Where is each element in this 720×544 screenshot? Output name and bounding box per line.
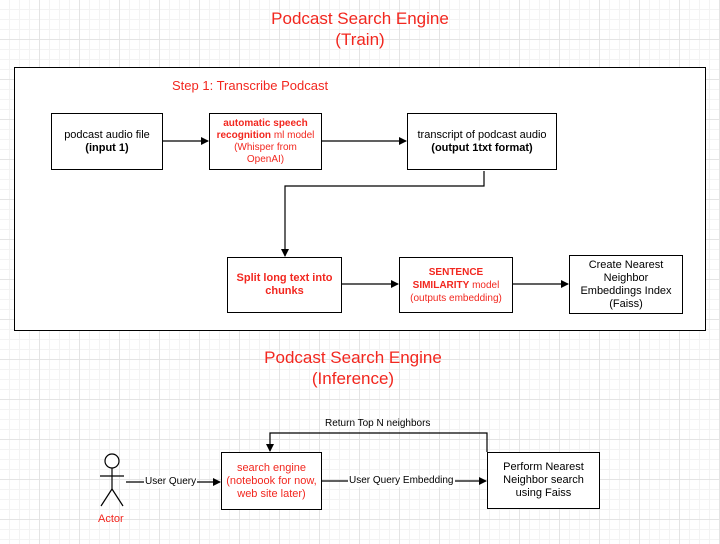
nn-index-node: Create Nearest Neighbor Embeddings Index…: [569, 255, 683, 314]
nn-index-line4: (Faiss): [609, 297, 643, 310]
transcript-node: transcript of podcast audio (output 1txt…: [407, 113, 557, 170]
nn-index-line2: Neighbor: [603, 271, 649, 284]
audio-file-line1: podcast audio file: [64, 128, 150, 141]
sentence-line2b: model: [469, 279, 500, 291]
step1-label: Step 1: Transcribe Podcast: [172, 78, 329, 93]
edge-return-top-n: [266, 432, 488, 452]
nn-search-line3: using Faiss: [515, 487, 572, 499]
nn-index-line3: Embeddings Index: [580, 284, 672, 297]
train-title: Podcast Search Engine (Train): [210, 8, 510, 50]
nn-search-node: Perform Nearest Neighbor search using Fa…: [487, 452, 600, 509]
podcast-audio-file-node: podcast audio file (input 1): [51, 113, 163, 170]
split-line1: Split long text into: [236, 272, 333, 284]
asr-line4: OpenAI): [246, 153, 285, 165]
train-title-line2: (Train): [335, 30, 385, 49]
asr-line2b: ml model: [271, 129, 315, 141]
actor-label: Actor: [98, 513, 124, 525]
search-line2: (notebook for now,: [226, 474, 317, 487]
edge-transcript-to-split: [281, 171, 485, 257]
sentence-line2-wrap: SIMILARITY model: [413, 279, 500, 292]
edge-label-return-top-n: Return Top N neighbors: [325, 418, 431, 429]
asr-line2-wrap: recognition ml model: [217, 130, 315, 142]
search-engine-node: search engine (notebook for now, web sit…: [221, 452, 322, 510]
sentence-line2: SIMILARITY: [412, 279, 470, 291]
split-line2: chunks: [265, 285, 304, 297]
actor-figure: [100, 453, 124, 507]
nn-search-line1: Perform Nearest: [503, 461, 584, 473]
sentence-line1: SENTENCE: [428, 266, 484, 278]
train-title-line1: Podcast Search Engine: [271, 9, 449, 28]
asr-line2: recognition: [216, 129, 272, 141]
edge-label-user-query: User Query: [144, 476, 198, 488]
sentence-similarity-node: SENTENCE SIMILARITY model (outputs embed…: [399, 257, 513, 313]
asr-line1: automatic speech: [223, 117, 308, 129]
asr-model-node: automatic speech recognition ml model (W…: [209, 113, 322, 170]
edge-label-user-query-embedding: User Query Embedding: [348, 475, 455, 487]
transcript-line2: (output 1txt format): [431, 141, 533, 154]
nn-index-line1: Create Nearest: [588, 258, 664, 271]
audio-file-line2: (input 1): [85, 141, 129, 154]
nn-search-line2: Neighbor search: [503, 474, 584, 486]
asr-line3: (Whisper from: [234, 141, 297, 153]
inference-title-line2: (Inference): [311, 369, 395, 388]
split-chunks-node: Split long text into chunks: [227, 257, 342, 313]
transcript-line1: transcript of podcast audio: [417, 128, 547, 141]
search-line1: search engine: [236, 461, 307, 474]
search-line3: web site later): [237, 487, 306, 500]
inference-title-line1: Podcast Search Engine: [264, 348, 442, 367]
sentence-line3: (outputs embedding): [410, 292, 502, 304]
inference-title: Podcast Search Engine (Inference): [203, 347, 503, 389]
